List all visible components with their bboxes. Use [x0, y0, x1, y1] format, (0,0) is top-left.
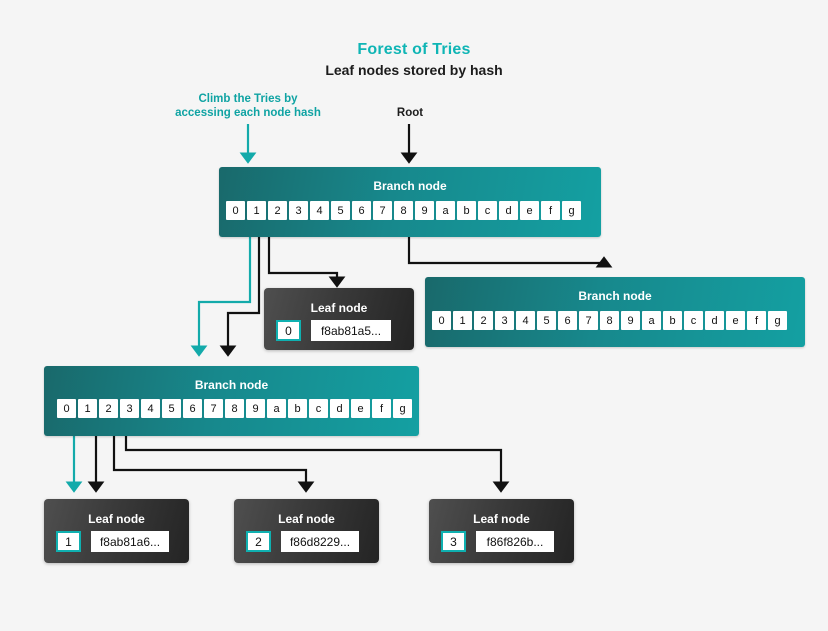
branch-cell-1[interactable]: 1	[247, 201, 266, 220]
branch-right-cell-1[interactable]: 1	[453, 311, 472, 330]
branch-middle-cell-2[interactable]: 2	[99, 399, 118, 418]
branch-middle-cell-b[interactable]: b	[288, 399, 307, 418]
branch-node-middle-cells: 0 1 2 3 4 5 6 7 8 9 a b c d e f g	[57, 399, 412, 418]
branch-right-cell-b[interactable]: b	[663, 311, 682, 330]
branch-middle-cell-d[interactable]: d	[330, 399, 349, 418]
branch-node-right-cells: 0 1 2 3 4 5 6 7 8 9 a b c d e f g	[432, 311, 787, 330]
branch-node-right[interactable]: Branch node 0 1 2 3 4 5 6 7 8 9 a b c d …	[425, 277, 805, 347]
branch-cell-9[interactable]: 9	[415, 201, 434, 220]
leaf-node-top-hash[interactable]: f8ab81a5...	[311, 320, 391, 341]
branch-middle-cell-5[interactable]: 5	[162, 399, 181, 418]
branch-right-cell-g[interactable]: g	[768, 311, 787, 330]
branch-right-cell-2[interactable]: 2	[474, 311, 493, 330]
branch-right-cell-d[interactable]: d	[705, 311, 724, 330]
branch-cell-6[interactable]: 6	[352, 201, 371, 220]
leaf-node-1-row: 1 f8ab81a6...	[56, 531, 169, 552]
branch-cell-5[interactable]: 5	[331, 201, 350, 220]
branch-cell-c[interactable]: c	[478, 201, 497, 220]
root-annotation: Root	[375, 106, 445, 120]
leaf-node-2-index[interactable]: 2	[246, 531, 271, 552]
branch-cell-e[interactable]: e	[520, 201, 539, 220]
page-title: Forest of Tries	[357, 41, 471, 58]
branch-right-cell-9[interactable]: 9	[621, 311, 640, 330]
leaf-node-3-title: Leaf node	[473, 512, 530, 526]
branch-right-cell-e[interactable]: e	[726, 311, 745, 330]
branch-right-cell-0[interactable]: 0	[432, 311, 451, 330]
branch-right-cell-a[interactable]: a	[642, 311, 661, 330]
leaf-node-1[interactable]: Leaf node 1 f8ab81a6...	[44, 499, 189, 563]
branch-cell-7[interactable]: 7	[373, 201, 392, 220]
branch-right-cell-f[interactable]: f	[747, 311, 766, 330]
branch-middle-cell-e[interactable]: e	[351, 399, 370, 418]
branch-middle-cell-g[interactable]: g	[393, 399, 412, 418]
leaf-node-top[interactable]: Leaf node 0 f8ab81a5...	[264, 288, 414, 350]
page-subtitle: Leaf nodes stored by hash	[325, 62, 503, 78]
branch-cell-3[interactable]: 3	[289, 201, 308, 220]
branch-cell-d[interactable]: d	[499, 201, 518, 220]
leaf-node-2-row: 2 f86d8229...	[246, 531, 359, 552]
climb-annotation-line1: Climb the Tries by	[198, 93, 298, 105]
wire-root0-to-branchmiddle	[219, 224, 261, 357]
root-annotation-label: Root	[396, 107, 424, 119]
branch-middle-cell-9[interactable]: 9	[246, 399, 265, 418]
branch-node-root-cells: 0 1 2 3 4 5 6 7 8 9 a b c d e f g	[226, 201, 581, 220]
branch-node-root[interactable]: Branch node 0 1 2 3 4 5 6 7 8 9 a b c d …	[219, 167, 601, 237]
branch-node-root-title: Branch node	[373, 179, 447, 193]
branch-right-cell-6[interactable]: 6	[558, 311, 577, 330]
branch-cell-b[interactable]: b	[457, 201, 476, 220]
leaf-node-1-title: Leaf node	[88, 512, 145, 526]
branch-right-cell-4[interactable]: 4	[516, 311, 535, 330]
branch-middle-cell-1[interactable]: 1	[78, 399, 97, 418]
branch-middle-cell-3[interactable]: 3	[120, 399, 139, 418]
branch-right-cell-c[interactable]: c	[684, 311, 703, 330]
branch-middle-cell-0[interactable]: 0	[57, 399, 76, 418]
branch-right-cell-3[interactable]: 3	[495, 311, 514, 330]
branch-middle-cell-8[interactable]: 8	[225, 399, 244, 418]
branch-node-middle[interactable]: Branch node 0 1 2 3 4 5 6 7 8 9 a b c d …	[44, 366, 419, 436]
branch-middle-cell-f[interactable]: f	[372, 399, 391, 418]
branch-cell-g[interactable]: g	[562, 201, 581, 220]
branch-node-middle-title: Branch node	[194, 378, 269, 392]
branch-cell-8[interactable]: 8	[394, 201, 413, 220]
leaf-node-2-title: Leaf node	[278, 512, 335, 526]
climb-annotation: Climb the Tries by accessing each node h…	[148, 92, 348, 120]
branch-cell-f[interactable]: f	[541, 201, 560, 220]
branch-middle-cell-6[interactable]: 6	[183, 399, 202, 418]
wire-root0-to-branchmiddle-teal	[190, 224, 252, 357]
leaf-node-1-hash[interactable]: f8ab81a6...	[91, 531, 169, 552]
leaf-node-2-hash[interactable]: f86d8229...	[281, 531, 359, 552]
branch-middle-cell-a[interactable]: a	[267, 399, 286, 418]
leaf-node-3[interactable]: Leaf node 3 f86f826b...	[429, 499, 574, 563]
leaf-node-3-row: 3 f86f826b...	[441, 531, 554, 552]
branch-right-cell-8[interactable]: 8	[600, 311, 619, 330]
leaf-node-3-hash[interactable]: f86f826b...	[476, 531, 554, 552]
branch-node-right-title: Branch node	[578, 289, 652, 303]
branch-middle-cell-c[interactable]: c	[309, 399, 328, 418]
branch-cell-2[interactable]: 2	[268, 201, 287, 220]
leaf-node-top-title: Leaf node	[310, 301, 368, 315]
branch-right-cell-5[interactable]: 5	[537, 311, 556, 330]
climb-annotation-line2: accessing each node hash	[175, 107, 321, 119]
branch-right-cell-7[interactable]: 7	[579, 311, 598, 330]
leaf-node-2[interactable]: Leaf node 2 f86d8229...	[234, 499, 379, 563]
leaf-node-top-row: 0 f8ab81a5...	[276, 320, 391, 341]
leaf-node-top-index[interactable]: 0	[276, 320, 301, 341]
branch-cell-0[interactable]: 0	[226, 201, 245, 220]
branch-cell-a[interactable]: a	[436, 201, 455, 220]
branch-middle-cell-4[interactable]: 4	[141, 399, 160, 418]
branch-cell-4[interactable]: 4	[310, 201, 329, 220]
branch-middle-cell-7[interactable]: 7	[204, 399, 223, 418]
leaf-node-3-index[interactable]: 3	[441, 531, 466, 552]
leaf-node-1-index[interactable]: 1	[56, 531, 81, 552]
